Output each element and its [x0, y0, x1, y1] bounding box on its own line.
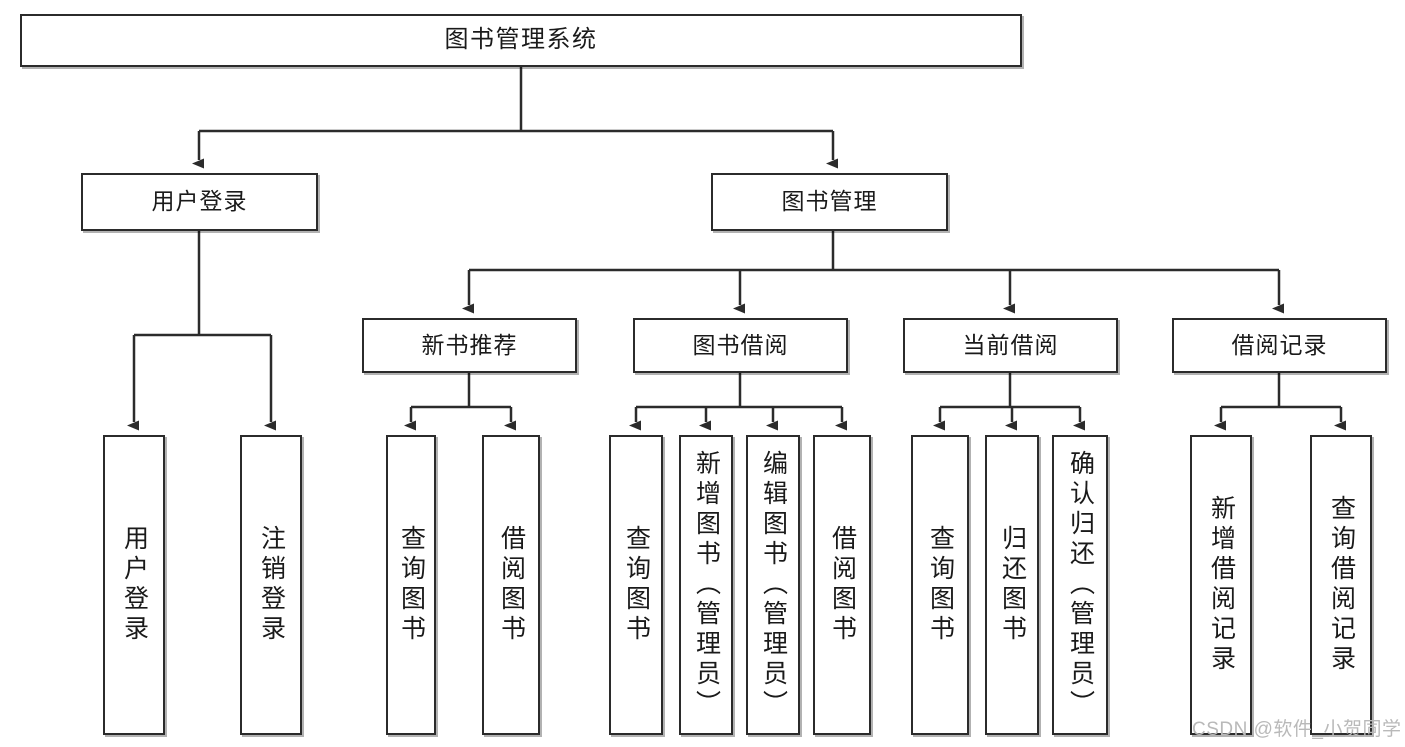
node-root[interactable]: 图书管理系统	[20, 14, 1022, 67]
node-leaf-borrow-book-b-label: 借阅图书	[828, 525, 857, 645]
node-leaf-logout[interactable]: 注销登录	[240, 435, 302, 735]
node-new-book-recommend-label: 新书推荐	[421, 331, 518, 358]
node-leaf-borrow-book-rec-label: 借阅图书	[497, 525, 526, 645]
node-borrow-record-label: 借阅记录	[1231, 331, 1328, 358]
node-leaf-query-record-label: 查询借阅记录	[1327, 495, 1356, 675]
node-new-book-recommend[interactable]: 新书推荐	[362, 318, 577, 373]
watermark: CSDN @软件_小贺同学	[1192, 719, 1402, 740]
node-leaf-query-book-b[interactable]: 查询图书	[609, 435, 663, 735]
node-leaf-add-record[interactable]: 新增借阅记录	[1190, 435, 1252, 735]
node-user-login[interactable]: 用户登录	[81, 173, 318, 231]
node-leaf-confirm-return[interactable]: 确认归还（管理员）	[1052, 435, 1108, 735]
node-leaf-confirm-return-label: 确认归还（管理员）	[1066, 450, 1095, 720]
node-leaf-add-book[interactable]: 新增图书（管理员）	[679, 435, 733, 735]
node-user-login-label: 用户登录	[151, 188, 248, 215]
node-leaf-add-book-label: 新增图书（管理员）	[692, 450, 721, 720]
node-current-borrow-label: 当前借阅	[962, 331, 1059, 358]
node-leaf-query-book-rec[interactable]: 查询图书	[386, 435, 436, 735]
node-leaf-add-record-label: 新增借阅记录	[1207, 495, 1236, 675]
node-leaf-borrow-book-b[interactable]: 借阅图书	[813, 435, 871, 735]
node-book-manage-label: 图书管理	[781, 188, 878, 215]
node-leaf-user-login[interactable]: 用户登录	[103, 435, 165, 735]
node-book-borrow[interactable]: 图书借阅	[633, 318, 848, 373]
node-book-manage[interactable]: 图书管理	[711, 173, 948, 231]
node-leaf-logout-label: 注销登录	[257, 525, 286, 645]
node-leaf-user-login-label: 用户登录	[120, 525, 149, 645]
node-leaf-borrow-book-rec[interactable]: 借阅图书	[482, 435, 540, 735]
node-leaf-return-book[interactable]: 归还图书	[985, 435, 1039, 735]
node-borrow-record[interactable]: 借阅记录	[1172, 318, 1387, 373]
node-leaf-query-book-c[interactable]: 查询图书	[911, 435, 969, 735]
node-current-borrow[interactable]: 当前借阅	[903, 318, 1118, 373]
node-root-label: 图书管理系统	[444, 26, 598, 54]
node-leaf-query-book-c-label: 查询图书	[926, 525, 955, 645]
node-leaf-query-record[interactable]: 查询借阅记录	[1310, 435, 1372, 735]
node-book-borrow-label: 图书借阅	[692, 331, 789, 358]
node-leaf-return-book-label: 归还图书	[998, 525, 1027, 645]
node-leaf-query-book-b-label: 查询图书	[622, 525, 651, 645]
node-leaf-edit-book-label: 编辑图书（管理员）	[759, 450, 788, 720]
node-leaf-edit-book[interactable]: 编辑图书（管理员）	[746, 435, 800, 735]
node-leaf-query-book-rec-label: 查询图书	[397, 525, 426, 645]
